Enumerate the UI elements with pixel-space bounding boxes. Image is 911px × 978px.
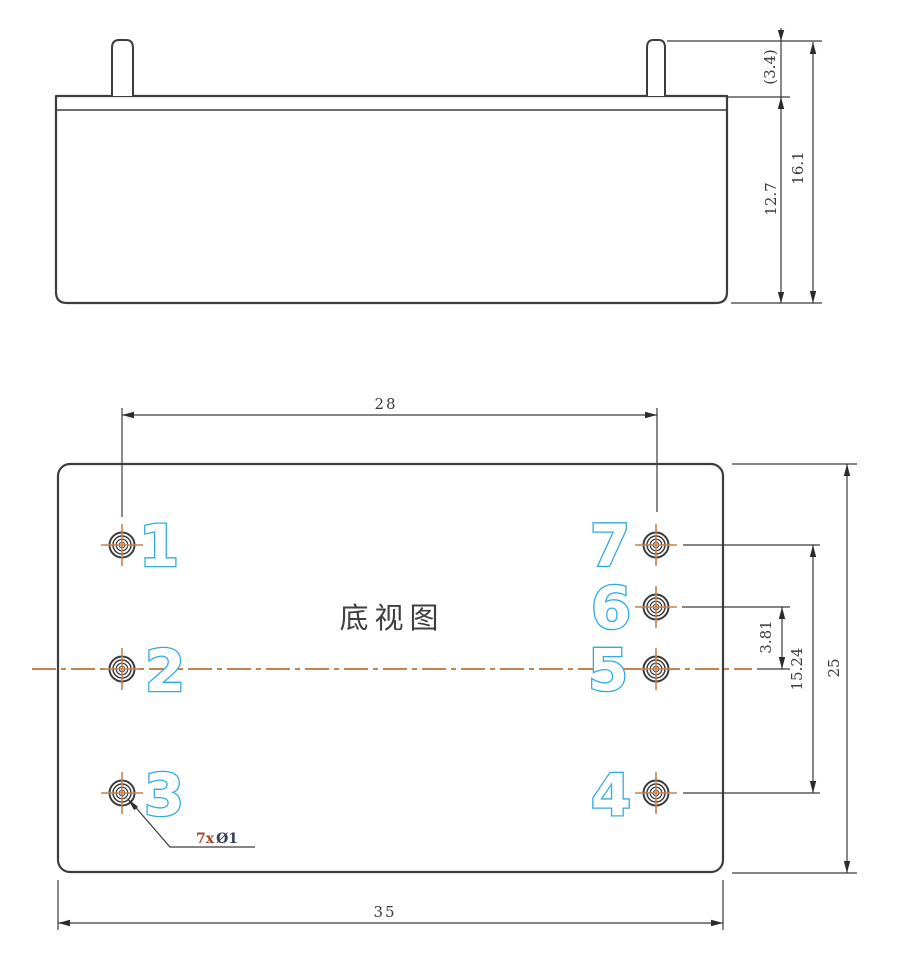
dim-pin-span-depth-text: 15.24 bbox=[788, 648, 806, 691]
dim-pin-span-width: 28 bbox=[121, 395, 658, 517]
pin-6-symbol bbox=[635, 586, 677, 628]
dim-pin-span-width-text: 28 bbox=[374, 395, 397, 413]
arrowhead bbox=[777, 292, 785, 303]
hole-count: 7x bbox=[196, 831, 215, 847]
dim-total-height-text: 16.1 bbox=[789, 151, 807, 184]
pin-symbols bbox=[101, 524, 677, 814]
dim-pin-and-body-height: (3.4) 12.7 bbox=[761, 28, 785, 303]
bottom-view: 底视图 bbox=[32, 395, 857, 930]
view-title: 底视图 bbox=[339, 601, 444, 635]
module-body-side bbox=[54, 94, 729, 305]
pin-1-symbol bbox=[101, 524, 143, 566]
dim-body-depth-text: 25 bbox=[825, 658, 843, 677]
pin-2-symbol bbox=[101, 648, 143, 690]
dim-pin-height-text: (3.4) bbox=[761, 49, 779, 85]
leader-line bbox=[130, 801, 255, 848]
hole-diameter: Ø1 bbox=[216, 831, 238, 847]
arrowhead bbox=[777, 30, 785, 41]
dim-total-height: 16.1 bbox=[789, 42, 817, 303]
pin-1-label: 1 bbox=[139, 512, 179, 580]
dim-pin-pitch: 3.81 bbox=[682, 606, 790, 670]
dim-pin-pitch-text: 3.81 bbox=[757, 620, 775, 653]
pin-4-label: 4 bbox=[591, 761, 631, 829]
dim-body-depth: 25 bbox=[732, 463, 857, 874]
arrowhead bbox=[777, 97, 785, 109]
pin-6-label: 6 bbox=[591, 574, 631, 642]
pin-5-label: 5 bbox=[588, 636, 628, 704]
pin-5-symbol bbox=[635, 648, 677, 690]
right-pin-side bbox=[646, 39, 666, 96]
dim-body-width: 35 bbox=[57, 880, 724, 930]
pin-7-symbol bbox=[635, 524, 677, 566]
arrowhead bbox=[809, 42, 817, 54]
pin-4-symbol bbox=[635, 772, 677, 814]
pin-2-label: 2 bbox=[145, 637, 185, 705]
dim-pin-span-depth: 15.24 bbox=[683, 544, 820, 794]
dim-body-height-text: 12.7 bbox=[762, 182, 780, 215]
pin-3-label: 3 bbox=[144, 761, 184, 829]
top-view: (3.4) 12.7 16.1 bbox=[54, 28, 822, 305]
left-pin-side bbox=[111, 39, 134, 96]
pin-7-label: 7 bbox=[590, 512, 630, 580]
arrowhead bbox=[809, 291, 817, 303]
dim-body-width-text: 35 bbox=[373, 903, 396, 921]
